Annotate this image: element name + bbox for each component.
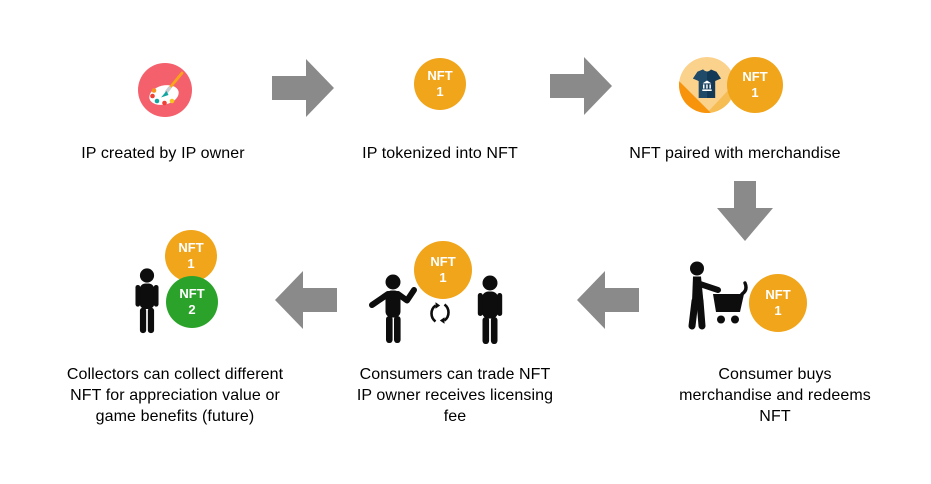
caption-collect: Collectors can collect different NFT for… <box>66 366 284 425</box>
collector-person-icon <box>135 268 159 334</box>
arrow-left-icon <box>275 271 337 329</box>
nft-badge-title: NFT <box>742 69 768 84</box>
nft-2-badge: NFT 2 <box>166 276 218 328</box>
nft-badge-title: NFT <box>179 286 205 301</box>
person-arms-out-icon <box>369 274 417 343</box>
nft-badge-number: 1 <box>439 270 447 285</box>
arrow-right-icon <box>272 59 334 117</box>
nft-1-badge: NFT 1 <box>749 274 807 332</box>
bank-emblem-icon <box>702 80 712 91</box>
nft-badge-title: NFT <box>427 68 453 83</box>
swap-arrows-icon <box>430 302 450 324</box>
caption-create: IP created by IP owner <box>81 145 245 162</box>
caption-trade: Consumers can trade NFT IP owner receive… <box>356 366 554 425</box>
nft-1-badge: NFT 1 <box>727 57 783 113</box>
nft-badge-title: NFT <box>765 287 791 302</box>
arrow-right-icon <box>550 57 612 115</box>
nft-badge-title: NFT <box>178 240 204 255</box>
nft-badge-number: 1 <box>436 84 444 99</box>
nft-badge-number: 1 <box>187 256 195 271</box>
shopper-cart-icon <box>688 261 748 330</box>
nft-badge-number: 1 <box>751 85 759 100</box>
nft-1-badge: NFT 1 <box>414 241 472 299</box>
caption-pair: NFT paired with merchandise <box>629 145 841 162</box>
nft-badge-number: 1 <box>774 303 782 318</box>
person-standing-icon <box>477 275 503 344</box>
caption-tokenize: IP tokenized into NFT <box>362 145 518 162</box>
palette-icon <box>138 63 192 117</box>
caption-buy: Consumer buys merchandise and redeems NF… <box>679 366 871 425</box>
arrow-left-icon <box>577 271 639 329</box>
nft-1-badge: NFT 1 <box>165 230 217 282</box>
arrow-down-icon <box>717 181 773 241</box>
nft-badge-number: 2 <box>188 302 196 317</box>
nft-1-badge: NFT 1 <box>414 58 466 110</box>
nft-badge-title: NFT <box>430 254 456 269</box>
